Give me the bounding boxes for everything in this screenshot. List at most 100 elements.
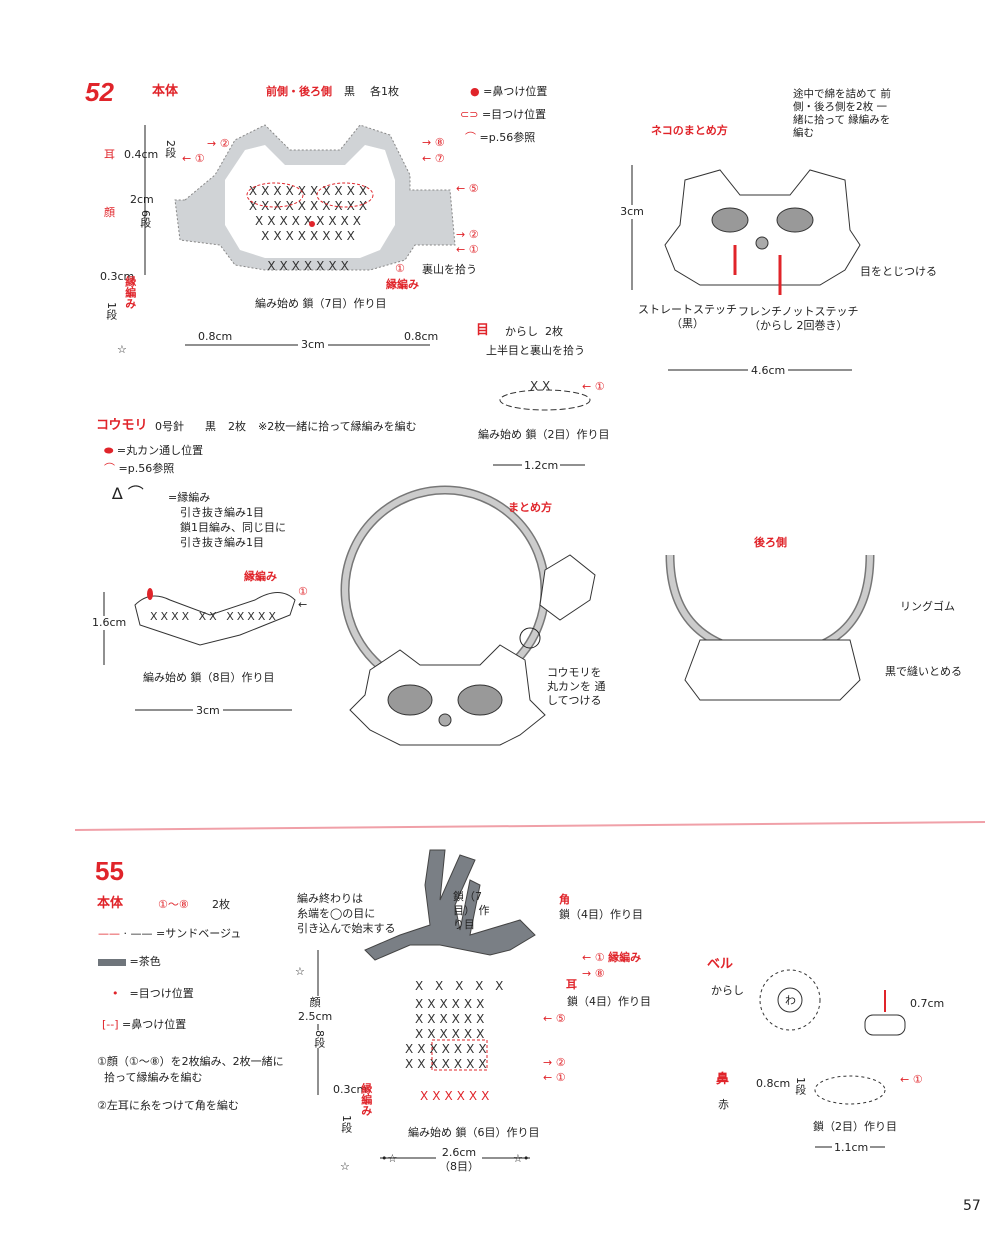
straight-stitch: ストレートステッチ（黒） — [638, 303, 737, 330]
row-marker: ← ① — [182, 152, 205, 165]
bat-hook: 0号針 — [155, 420, 184, 433]
face-label: 顔 — [104, 206, 115, 219]
edge-row-label: 縁編み — [386, 278, 419, 291]
back-loop-note: 裏山を拾う — [422, 263, 477, 276]
bat-attach-note: コウモリを 丸カンを 通してつける — [547, 666, 606, 707]
svg-text:XXXXXX: XXXXXX — [415, 997, 488, 1011]
pattern-number-52: 52 — [85, 77, 114, 107]
svg-text:XXXXXXX: XXXXXXX — [267, 259, 353, 273]
legend-nose-position: ● =鼻つけ位置 — [470, 85, 548, 98]
eye-chart: X X — [499, 379, 591, 411]
cat-body-chart: XXXXXXXXXX XXXXXXXXXX XXXXXXXXX XXXXXXXX… — [174, 124, 456, 273]
legend-reference: ⌒ =p.56参照 — [465, 131, 536, 144]
horn-chain: 鎖（4目）作り目 — [559, 908, 643, 921]
body-heading: 本体 — [152, 84, 179, 99]
bat-width: 3cm — [193, 704, 223, 718]
edge-stitch-symbol: ∆ ⌒ — [112, 484, 144, 503]
legend-edge: =縁編み — [168, 491, 211, 504]
horn-label: 角 — [559, 893, 570, 906]
note-2: ②左耳に糸をつけて角を編む — [97, 1099, 239, 1112]
assembly-drawing — [340, 485, 596, 746]
face-size: 2cm — [130, 193, 154, 206]
body-count-55: 2枚 — [212, 898, 230, 911]
face-rows: 6段 — [138, 210, 152, 228]
eye-count: 2枚 — [545, 325, 563, 338]
bat-edge-label: 縁編み — [244, 570, 277, 583]
edge-label: 縁編み — [123, 276, 137, 309]
nose-color: 赤 — [718, 1098, 729, 1111]
eye-heading: 目 — [476, 323, 490, 338]
bat-color: 黒 — [205, 420, 216, 433]
nose-chart — [814, 1075, 886, 1105]
svg-text:XXXXXX: XXXXXX — [415, 1012, 488, 1026]
nose-width: 1.1cm — [832, 1141, 871, 1155]
legend-brown: =茶色 — [98, 955, 161, 969]
svg-text:XXXXXXXXXX: XXXXXXXXXX — [249, 199, 371, 213]
nose-row: ← ① — [900, 1073, 923, 1086]
row-marker: → ⑧ — [422, 136, 445, 149]
svg-text:XXXXXXXXX: XXXXXXXXX — [255, 214, 365, 228]
svg-text:XXXXXX: XXXXXX — [415, 1027, 488, 1041]
eye-color: からし — [505, 325, 538, 338]
edge-description: 引き抜き編み1目鎖1目編み、同じ目に引き抜き編み1目 — [180, 506, 286, 549]
svg-text:X X X X X: X X X X X — [415, 979, 507, 993]
row-marker: ← ⑤ — [456, 182, 479, 195]
nose-rows: 1段 — [793, 1077, 807, 1095]
svg-text:XXXXXXX: XXXXXXX — [405, 1042, 491, 1056]
cat-width: 4.6cm — [748, 364, 789, 378]
row-marker-55: → ② — [543, 1056, 566, 1069]
svg-text:X X: X X — [530, 379, 550, 393]
star-marker: ☆ — [295, 965, 305, 978]
section-divider — [74, 821, 986, 831]
eyes-note: 目をとじつける — [860, 265, 937, 278]
page-number: 57 — [963, 1198, 981, 1214]
eye-row: ← ① — [582, 380, 605, 393]
nose-size: 0.8cm — [756, 1077, 791, 1090]
bat-count: 2枚 — [228, 420, 246, 433]
dim-right: 0.8cm — [404, 330, 439, 343]
svg-text:XXXX XX XXXXX: XXXX XX XXXXX — [150, 610, 279, 623]
legend-eye-55: • =目つけ位置 — [112, 987, 194, 1000]
body-rows-55: ①～⑧ — [158, 898, 189, 911]
star-right: ☆• — [513, 1152, 530, 1165]
legend-bat-reference: ⌒ =p.56参照 — [104, 462, 175, 475]
back-heading: 後ろ側 — [754, 536, 787, 549]
row-marker-55: → ⑧ — [582, 967, 605, 980]
nose-heading: 鼻 — [716, 1072, 730, 1087]
legend-eye-position: ⊂⊃ =目つけ位置 — [460, 108, 547, 121]
dim-center: 3cm — [298, 338, 328, 352]
ear-chain-55: 鎖（4目）作り目 — [567, 995, 651, 1008]
bat-note: ※2枚一緒に拾って縁編みを編む — [258, 420, 417, 433]
bell-chart — [759, 969, 906, 1036]
row-marker: → ② — [456, 228, 479, 241]
edge-rows-55: 1段 — [339, 1115, 353, 1133]
french-knot: フレンチノットステッチ（からし 2回巻き） — [738, 305, 859, 332]
body-heading-55: 本体 — [97, 896, 124, 911]
ring-label: リングゴム — [900, 600, 955, 613]
row-marker: → ② — [207, 137, 230, 150]
deer-chart: X X X X X XXXXXX XXXXXX XXXXXX XXXXXXX X… — [364, 849, 536, 1103]
row-marker: ← ⑦ — [422, 152, 445, 165]
bell-heading: ベル — [707, 957, 734, 972]
row-marker-55: ← ① — [543, 1071, 566, 1084]
start-note: 編み始め 鎖（7目）作り目 — [255, 297, 387, 310]
bat-chart: XXXX XX XXXXX — [134, 588, 296, 646]
eye-note: 上半目と裏山を拾う — [486, 344, 585, 357]
cat-assembly-note: 途中で綿を詰めて 前側・後ろ側を2枚 一緒に拾って 縁編みを編む — [793, 88, 891, 140]
star-marker: ☆ — [340, 1160, 350, 1173]
note-1: ①顔（①～⑧）を2枚編み、2枚一緒に 拾って縁編みを編む — [97, 1055, 284, 1084]
assembly-heading: まとめ方 — [508, 501, 552, 514]
svg-text:XXXXXXXX: XXXXXXXX — [261, 229, 359, 243]
row-marker-55: ← ① 縁編み — [582, 951, 642, 964]
edge-label-55: 縁編み — [359, 1083, 373, 1116]
bat-row: ① — [298, 585, 308, 598]
ear-size: 0.4cm — [124, 148, 159, 161]
legend-ring-position: ⬬ =丸カン通し位置 — [104, 444, 204, 457]
edge-rows: 1段 — [104, 302, 118, 320]
bell-ring: わ — [785, 994, 796, 1007]
cat-assembly-drawing — [664, 169, 861, 295]
body-color: 黒 — [344, 85, 355, 98]
legend-nose-55: [‐‐] =鼻つけ位置 — [102, 1018, 187, 1031]
